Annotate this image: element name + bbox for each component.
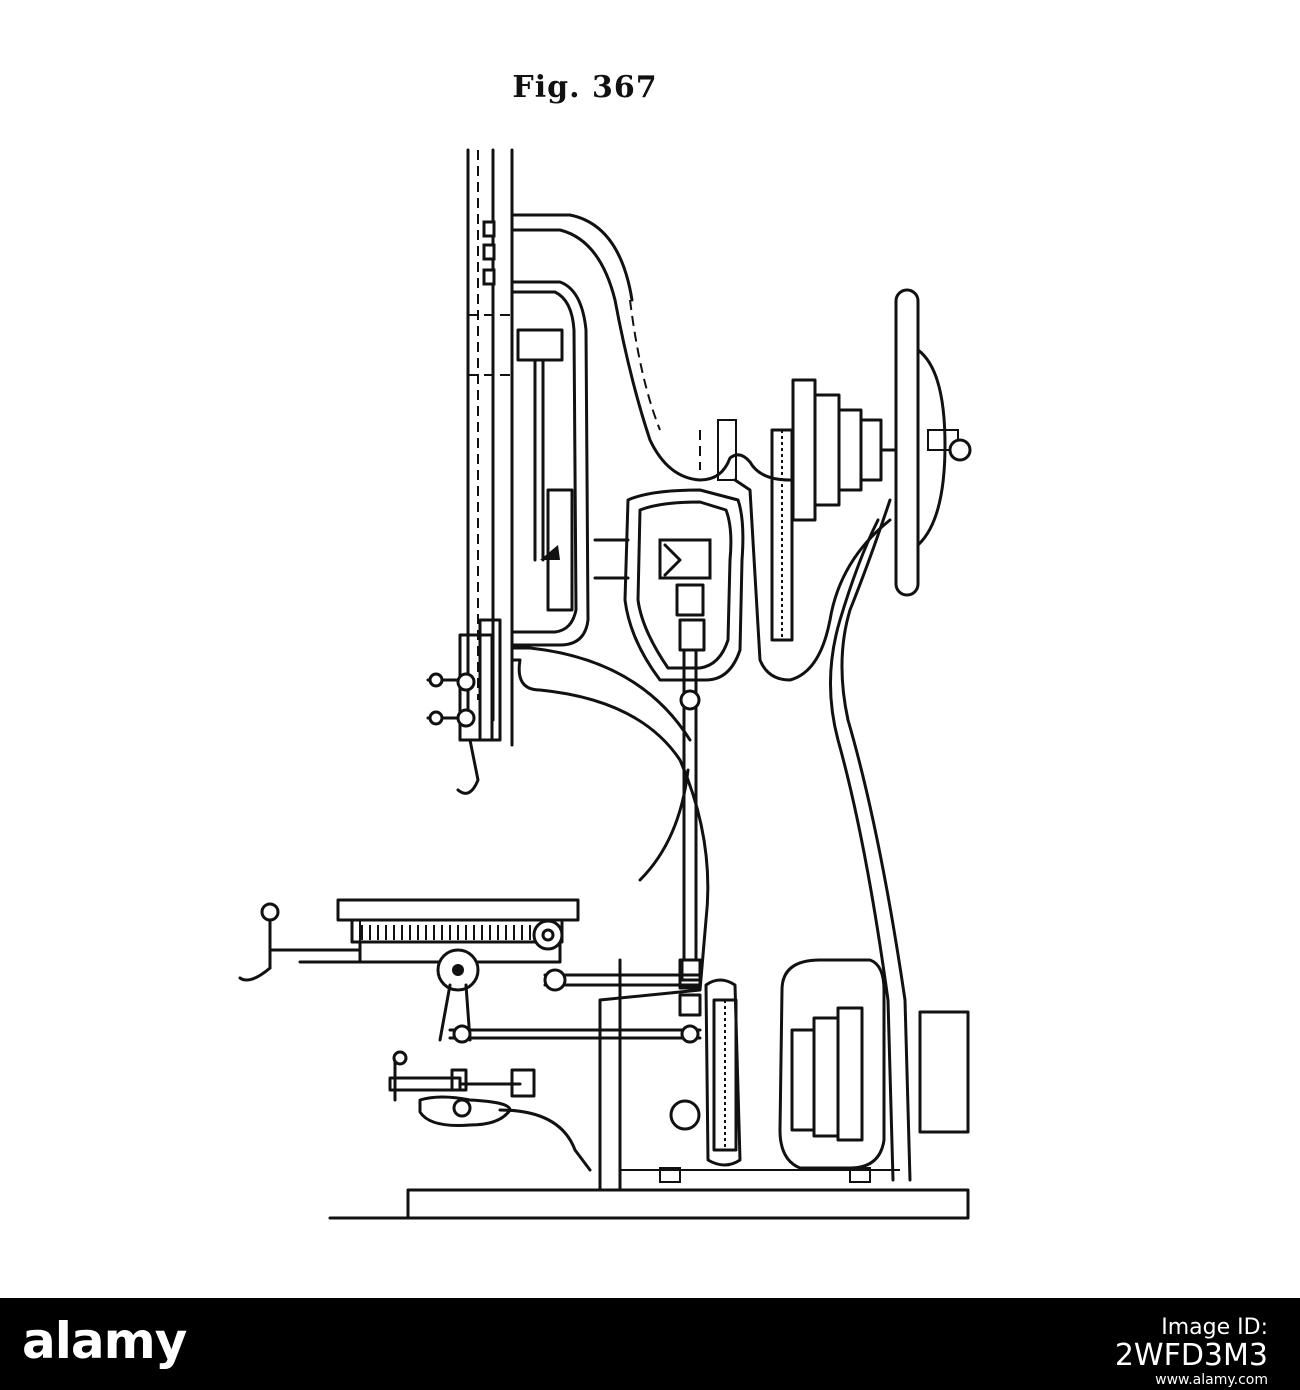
image-id-code: 2WFD3M3 <box>1114 1338 1268 1373</box>
feed-mechanism <box>436 948 702 1044</box>
main-frame <box>510 213 912 1192</box>
watermark-footer: alamy Image ID: 2WFD3M3 www.alamy.com <box>0 1298 1300 1390</box>
site-url: www.alamy.com <box>1155 1372 1268 1388</box>
base-plate <box>328 958 970 1220</box>
image-id-label: Image ID: <box>1161 1315 1268 1340</box>
handwheel <box>879 288 972 597</box>
gear-rack-upper <box>770 428 794 642</box>
machine-drawing <box>238 148 972 1220</box>
ram-slide <box>466 148 514 747</box>
gear-rack-lower <box>669 978 742 1167</box>
lower-lever <box>388 1050 592 1172</box>
image-id-block: Image ID: 2WFD3M3 <box>1114 1314 1268 1373</box>
cone-pulley-lower <box>778 958 970 1170</box>
frame-window <box>593 488 745 682</box>
cone-pulley-upper <box>791 378 883 522</box>
slotted-link <box>516 328 574 612</box>
tool-holder <box>426 618 502 795</box>
brand-logo: alamy <box>22 1312 187 1370</box>
figure-title: Fig. 367 <box>512 70 658 105</box>
work-table <box>238 898 580 982</box>
